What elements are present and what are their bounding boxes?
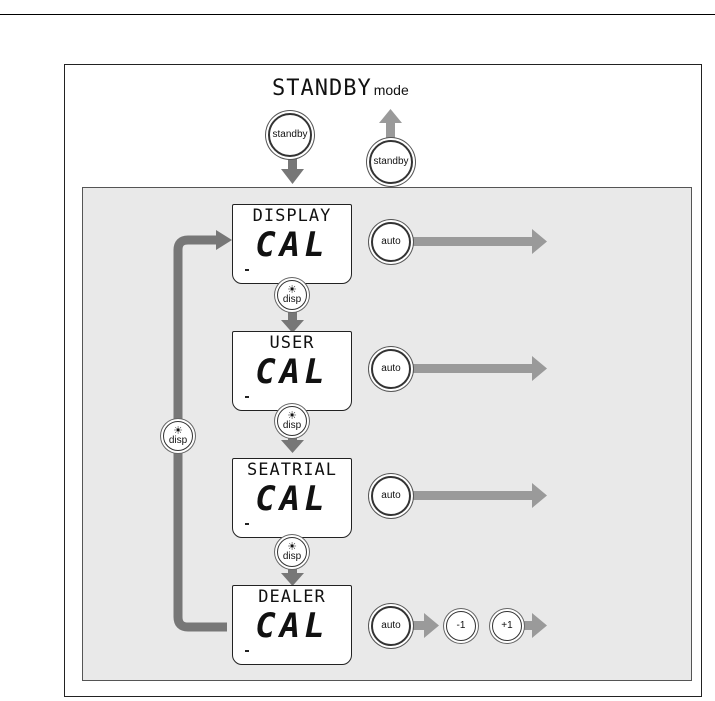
sun-icon: ☀	[173, 425, 183, 437]
screen-line2: CAL	[255, 479, 329, 519]
lcd-screen-display: DISPLAY CAL	[232, 204, 352, 284]
screen-line2: CAL	[255, 606, 329, 646]
auto-button-2[interactable]: auto	[371, 349, 411, 389]
screen-tick	[245, 396, 249, 398]
screen-tick	[245, 650, 249, 652]
screen-line1: DEALER	[258, 587, 326, 607]
disp-button-1[interactable]: ☀ disp	[277, 280, 307, 310]
down-arrow-icon-1	[281, 320, 304, 333]
screen-tick	[245, 269, 249, 271]
disp-button-label: disp	[282, 294, 302, 305]
disp-button-2[interactable]: ☀ disp	[277, 406, 307, 436]
screen-line1: DISPLAY	[252, 206, 332, 226]
screen-line1: SEATRIAL	[247, 460, 337, 480]
screen-tick	[245, 523, 249, 525]
sun-icon: ☀	[287, 284, 297, 296]
loop-back-arrowhead-icon	[216, 230, 232, 250]
standby-button-label: standby	[272, 129, 308, 140]
sun-icon: ☀	[287, 410, 297, 422]
auto-button-label: auto	[381, 236, 401, 247]
lcd-screen-user: USER CAL	[232, 331, 352, 411]
mode-suffix: mode	[373, 82, 409, 98]
standby-exit-button[interactable]: standby	[369, 140, 413, 184]
right-arrow-icon-4	[424, 613, 439, 638]
disp-button-label: disp	[282, 551, 302, 562]
screen-line2: CAL	[255, 352, 329, 392]
standby-in-arrow-shaft	[288, 157, 297, 171]
down-arrow-icon-3	[281, 573, 304, 586]
screen-line1: USER	[269, 333, 315, 353]
auto-button-4[interactable]: auto	[371, 606, 411, 646]
minus-one-label: -1	[456, 620, 466, 631]
auto-button-3[interactable]: auto	[371, 476, 411, 516]
right-arrow-icon-2	[532, 356, 547, 381]
lcd-screen-dealer: DEALER CAL	[232, 585, 352, 665]
disp-button-3[interactable]: ☀ disp	[277, 537, 307, 567]
top-rule	[0, 14, 715, 15]
screen-line2: CAL	[255, 225, 329, 265]
auto-button-label: auto	[381, 620, 401, 631]
disp-button-label: disp	[168, 435, 188, 446]
down-arrow-icon-2	[281, 440, 304, 453]
right-arrow-icon-5	[532, 613, 547, 638]
plus-one-label: +1	[501, 620, 513, 631]
right-arrow-icon-1	[532, 229, 547, 254]
auto-button-label: auto	[381, 490, 401, 501]
right-arrow-icon-3	[532, 483, 547, 508]
disp-button-loop[interactable]: ☀ disp	[163, 421, 193, 451]
standby-out-arrow-icon	[379, 109, 402, 123]
minus-one-button[interactable]: -1	[446, 611, 476, 641]
standby-out-arrow-shaft	[386, 122, 395, 138]
standby-in-arrow-icon	[281, 169, 304, 184]
auto-button-1[interactable]: auto	[371, 222, 411, 262]
standby-button[interactable]: standby	[268, 113, 312, 157]
plus-one-button[interactable]: +1	[492, 611, 522, 641]
mode-name: STANDBY	[272, 76, 372, 101]
auto-button-label: auto	[381, 363, 401, 374]
standby-exit-button-label: standby	[373, 156, 409, 167]
lcd-screen-seatrial: SEATRIAL CAL	[232, 458, 352, 538]
sun-icon: ☀	[287, 541, 297, 553]
disp-button-label: disp	[282, 420, 302, 431]
